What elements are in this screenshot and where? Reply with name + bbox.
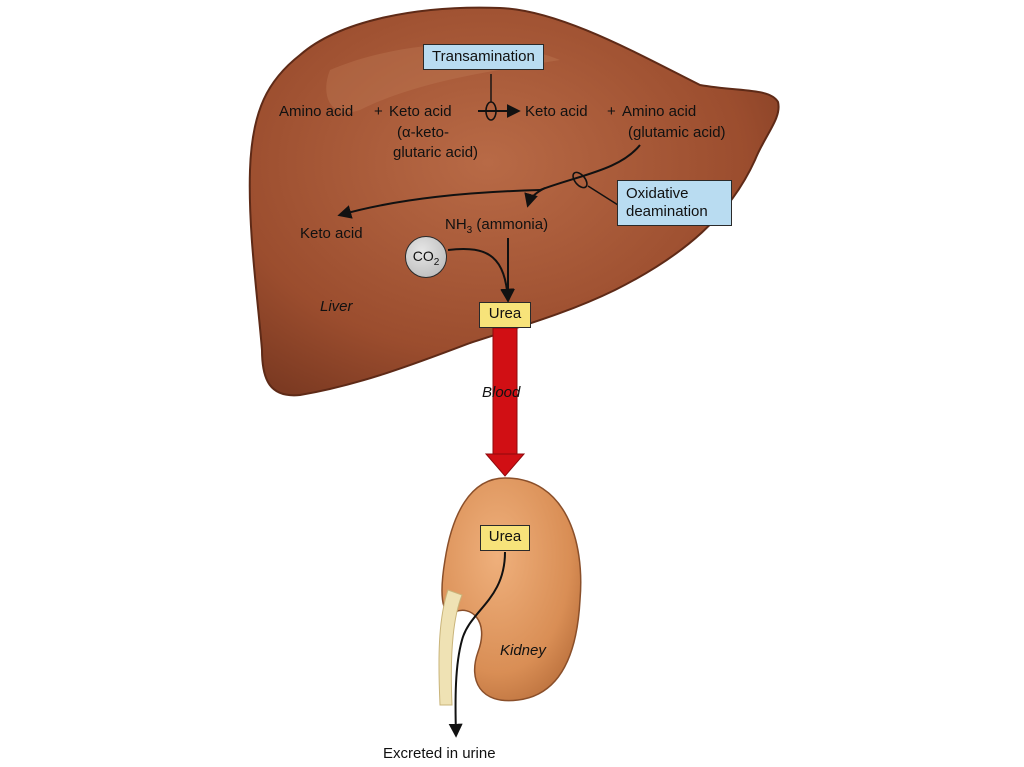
alpha-keto-line1: (α-keto- (397, 124, 450, 141)
excretion-arrow (448, 551, 506, 738)
kidney-label: Kidney (500, 642, 546, 659)
oxidative-deamination-box: Oxidative deamination (617, 180, 732, 226)
co2-subscript: 2 (433, 256, 440, 268)
keto-acid-arrow (337, 189, 541, 219)
co2-to-urea-arrow (447, 248, 515, 303)
ureter-shape (438, 589, 463, 706)
excreted-label: Excreted in urine (383, 745, 496, 762)
blood-label: Blood (482, 384, 521, 401)
oxidative-line2: deamination (626, 203, 708, 220)
ammonia-label: NH3 (ammonia) (445, 216, 548, 240)
glutamate-flow-curve (539, 144, 641, 191)
deamination-keto-acid: Keto acid (300, 225, 363, 242)
liver-label: Liver (320, 298, 353, 315)
reactant-keto-acid: Keto acid (389, 103, 452, 120)
product-plus: + (607, 103, 616, 120)
co2-circle: CO2 (405, 236, 447, 278)
transamination-box: Transamination (423, 44, 544, 70)
kidney-urea-label: Urea (488, 528, 522, 545)
kidney-shape (441, 477, 582, 702)
reactant-amino-acid: Amino acid (279, 103, 354, 120)
ammonia-subscript: 3 (466, 225, 473, 236)
transamination-box-label: Transamination (432, 48, 535, 65)
deamination-pointer (587, 185, 619, 206)
blood-arrow-head (484, 453, 526, 477)
kidney-urea-box: Urea (480, 525, 530, 551)
reactant-plus: + (374, 103, 383, 120)
ammonia-arrow (524, 187, 546, 208)
co2-formula: CO (412, 248, 434, 264)
product-amino-acid: Amino acid (622, 103, 697, 120)
liver-urea-box: Urea (479, 302, 531, 328)
deamination-loop (572, 171, 588, 189)
ammonia-name: (ammonia) (476, 216, 549, 233)
liver-shape (248, 6, 780, 397)
alpha-keto-line2: glutaric acid) (393, 144, 479, 161)
product-keto-acid: Keto acid (525, 103, 588, 120)
ammonia-formula: NH (445, 216, 467, 233)
liver-urea-label: Urea (488, 305, 522, 322)
oxidative-line1: Oxidative (626, 185, 689, 202)
glutamic-acid: (glutamic acid) (628, 124, 726, 141)
